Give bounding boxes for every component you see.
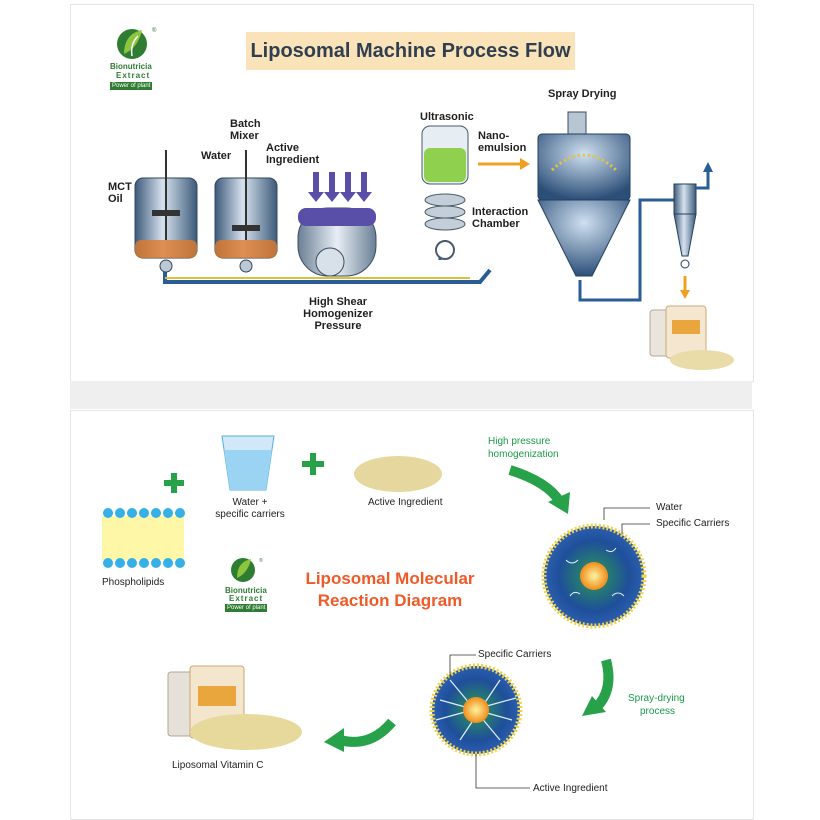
- leaf-logo-icon: ®: [231, 557, 263, 582]
- brand-tagline: Power of plant: [225, 604, 268, 612]
- plus-icon: [164, 453, 324, 493]
- high-shear-homogenizer: [297, 172, 377, 277]
- specific-carriers-callout-2: Specific Carriers: [478, 649, 552, 660]
- ultrasonic-unit: [421, 125, 469, 260]
- liposomal-vitamin-c-product: [167, 665, 302, 750]
- phospholipids-label: Phospholipids: [102, 577, 165, 588]
- water-label: Water: [201, 150, 232, 162]
- brand-subname: Extract: [229, 594, 264, 603]
- active-ingredient-powder: [354, 456, 442, 492]
- brand-name: Bionutricia: [225, 586, 267, 595]
- svg-text:®: ®: [259, 557, 263, 564]
- active-ingredient-label-bottom: Active Ingredient: [368, 497, 443, 508]
- leaf-logo-icon: ®: [117, 27, 157, 59]
- svg-text:®: ®: [152, 27, 157, 34]
- panel-separator: [70, 381, 752, 409]
- process-flow-title: Liposomal Machine Process Flow: [246, 32, 575, 70]
- cyclone-separator: [673, 162, 713, 299]
- brand-name: Bionutricia: [110, 62, 152, 71]
- water-callout-label: Water: [656, 502, 683, 513]
- active-ingredient-callout: Active Ingredient: [533, 783, 608, 794]
- liposomal-vitamin-c-label: Liposomal Vitamin C: [172, 760, 264, 771]
- spray-drying-label: Spray Drying: [548, 88, 617, 100]
- brand-tagline: Power of plant: [110, 82, 153, 90]
- reaction-illustration: [102, 435, 650, 789]
- water-carriers-label: Water +specific carriers: [215, 497, 285, 520]
- brand-logo-bottom: ® Bionutricia Extract Power of plant: [225, 556, 287, 618]
- batch-mixer-tank: [214, 150, 278, 273]
- liposome-emulsion: [541, 523, 647, 629]
- spray-dryer: [537, 111, 631, 277]
- mct-oil-tank: [134, 150, 198, 273]
- ultrasonic-label: Ultrasonic: [420, 111, 474, 123]
- water-glass-icon: [221, 435, 275, 491]
- liposome-dried: [429, 663, 523, 757]
- brand-logo-top: ® Bionutricia Extract Power of plant: [110, 26, 172, 96]
- brand-subname: Extract: [116, 71, 151, 80]
- specific-carriers-callout-1: Specific Carriers: [656, 518, 730, 529]
- product-powder: [649, 305, 734, 370]
- process-flow-illustration: [134, 111, 734, 370]
- nano-emulsion-label: Nano-emulsion: [478, 130, 527, 154]
- phospholipid-bilayer-icon: [102, 508, 185, 568]
